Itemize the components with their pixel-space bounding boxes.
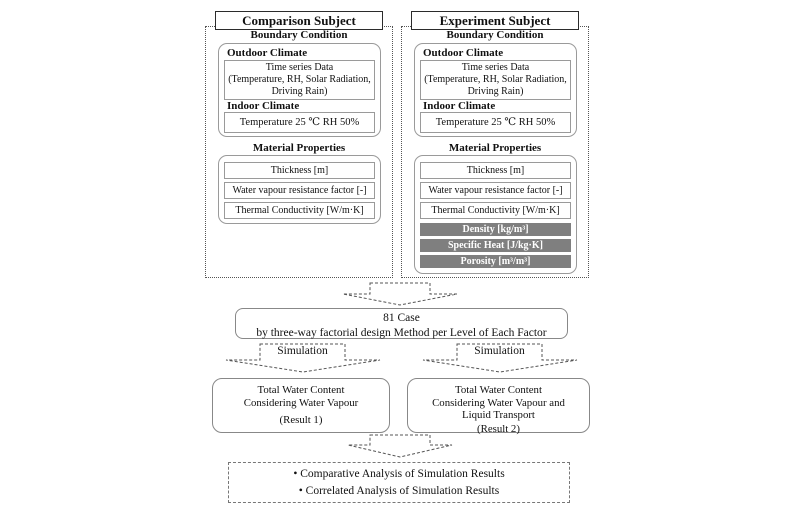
result-label: (Result 2) — [477, 422, 520, 435]
result-box-1: Total Water Content Considering Water Va… — [212, 378, 390, 433]
experiment-climate-box: Outdoor Climate Time series Data (Temper… — [414, 43, 577, 137]
material-item: Thermal Conductivity [W/m·K] — [420, 202, 571, 219]
result-box-2: Total Water Content Considering Water Va… — [407, 378, 590, 435]
experiment-indoor-label: Indoor Climate — [423, 100, 496, 112]
time-series-line: Driving Rain) — [467, 86, 524, 97]
comparison-outdoor-label: Outdoor Climate — [227, 47, 308, 59]
experiment-boundary-label: Boundary Condition — [446, 29, 544, 41]
comparison-indoor-climate-box: Temperature 25 ℃ RH 50% — [224, 112, 375, 133]
down-arrow-icon — [346, 434, 454, 459]
time-series-line: Time series Data — [461, 62, 530, 73]
simulation-arrow-left: Simulation — [224, 343, 382, 373]
experiment-outdoor-label: Outdoor Climate — [423, 47, 504, 59]
comparison-time-series-box: Time series Data (Temperature, RH, Solar… — [224, 60, 375, 100]
analysis-item: • Comparative Analysis of Simulation Res… — [293, 468, 505, 480]
comparison-climate-box: Outdoor Climate Time series Data (Temper… — [218, 43, 381, 137]
material-item-highlighted: Specific Heat [J/kg·K] — [420, 239, 571, 252]
column-experiment-subject: Experiment Subject Boundary Condition Ou… — [401, 11, 589, 278]
result-line: Liquid Transport — [462, 409, 535, 421]
analysis-box: • Comparative Analysis of Simulation Res… — [228, 462, 570, 503]
material-item-highlighted: Density [kg/m³] — [420, 223, 571, 236]
material-item-highlighted: Porosity [m³/m³] — [420, 255, 571, 268]
time-series-line: (Temperature, RH, Solar Radiation, — [228, 74, 371, 85]
comparison-indoor-label: Indoor Climate — [227, 100, 300, 112]
case-box: 81 Case by three-way factorial design Me… — [235, 308, 568, 339]
time-series-line: (Temperature, RH, Solar Radiation, — [424, 74, 567, 85]
time-series-line: Driving Rain) — [271, 86, 328, 97]
result-line: Considering Water Vapour — [243, 396, 359, 409]
simulation-label: Simulation — [474, 345, 525, 357]
result-line: Considering Water Vapour and — [432, 396, 565, 409]
result-line: Total Water Content — [257, 384, 345, 396]
column-comparison-subject: Comparison Subject Boundary Condition Ou… — [205, 11, 393, 278]
material-item: Thickness [m] — [420, 162, 571, 179]
time-series-line: Time series Data — [265, 62, 334, 73]
material-item: Water vapour resistance factor [-] — [224, 182, 375, 199]
material-item: Water vapour resistance factor [-] — [420, 182, 571, 199]
experiment-time-series-box: Time series Data (Temperature, RH, Solar… — [420, 60, 571, 100]
case-box-line2: by three-way factorial design Method per… — [256, 326, 547, 339]
analysis-item: • Correlated Analysis of Simulation Resu… — [298, 485, 500, 497]
simulation-label: Simulation — [277, 345, 328, 357]
material-item: Thickness [m] — [224, 162, 375, 179]
comparison-boundary-label: Boundary Condition — [250, 29, 348, 41]
comparison-title: Comparison Subject — [215, 11, 383, 30]
comparison-material-label: Material Properties — [252, 142, 346, 154]
experiment-indoor-climate-box: Temperature 25 ℃ RH 50% — [420, 112, 571, 133]
result-label: (Result 1) — [279, 414, 323, 426]
down-arrow-icon — [341, 282, 459, 307]
comparison-material-box: Thickness [m] Water vapour resistance fa… — [218, 155, 381, 224]
experiment-material-label: Material Properties — [448, 142, 542, 154]
experiment-material-box: Thickness [m] Water vapour resistance fa… — [414, 155, 577, 274]
experiment-title: Experiment Subject — [411, 11, 579, 30]
case-box-line1: 81 Case — [383, 312, 420, 324]
material-item: Thermal Conductivity [W/m·K] — [224, 202, 375, 219]
result-line: Total Water Content — [455, 384, 542, 396]
simulation-arrow-right: Simulation — [421, 343, 579, 373]
